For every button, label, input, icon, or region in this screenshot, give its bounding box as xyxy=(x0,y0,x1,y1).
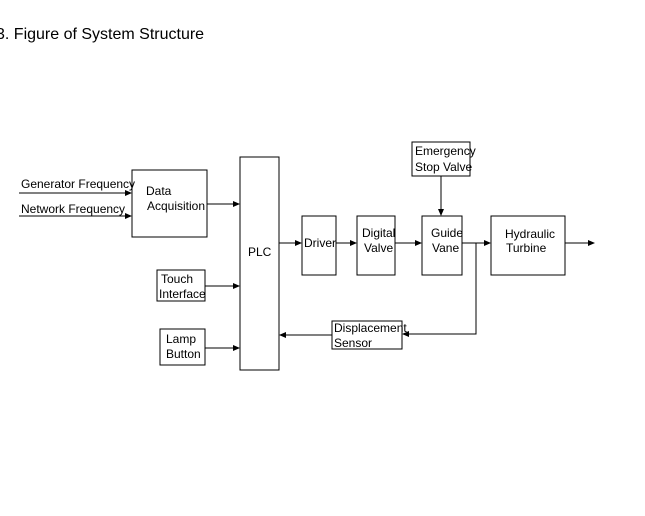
guide-vane-label-2: Vane xyxy=(432,241,459,255)
lamp-button-label-2: Button xyxy=(166,347,201,361)
hydraulic-turbine-label-2: Turbine xyxy=(506,241,547,255)
digital-valve-label-2: Valve xyxy=(364,241,393,255)
plc-label: PLC xyxy=(248,245,272,259)
touch-interface-label-1: Touch xyxy=(161,272,193,286)
displacement-sensor-label-1: Displacement xyxy=(334,321,407,335)
data-acquisition-block: Data Acquisition xyxy=(131,169,208,238)
displacement-sensor-label-2: Sensor xyxy=(334,336,372,350)
data-acquisition-label-2: Acquisition xyxy=(147,199,205,213)
digital-valve-block: Digital Valve xyxy=(356,215,396,276)
touch-interface-label-2: Interface xyxy=(159,287,206,301)
lamp-button-block: Lamp Button xyxy=(159,328,206,366)
hydraulic-turbine-label-1: Hydraulic xyxy=(505,227,555,241)
displacement-sensor-block: Displacement Sensor xyxy=(331,320,407,350)
guide-vane-label-1: Guide xyxy=(431,226,463,240)
hydraulic-turbine-block: Hydraulic Turbine xyxy=(490,215,566,276)
feedback-to-sensor-arrow xyxy=(402,243,477,337)
page-title: 3. Figure of System Structure xyxy=(0,26,205,43)
driver-label: Driver xyxy=(304,236,336,250)
guide-vane-block: Guide Vane xyxy=(421,215,463,276)
lamp-button-label-1: Lamp xyxy=(166,332,196,346)
driver-block: Driver xyxy=(301,215,337,276)
emergency-stop-valve-label-2: Stop Valve xyxy=(415,160,472,174)
emergency-stop-valve-label-1: Emergency xyxy=(415,144,476,158)
network-frequency-label: Network Frequency xyxy=(21,202,125,216)
emergency-stop-valve-block: Emergency Stop Valve xyxy=(411,141,476,177)
generator-frequency-label: Generator Frequency xyxy=(21,177,135,191)
digital-valve-label-1: Digital xyxy=(362,226,395,240)
plc-block: PLC xyxy=(239,156,280,371)
touch-interface-block: Touch Interface xyxy=(156,269,206,302)
data-acquisition-label-1: Data xyxy=(146,184,172,198)
